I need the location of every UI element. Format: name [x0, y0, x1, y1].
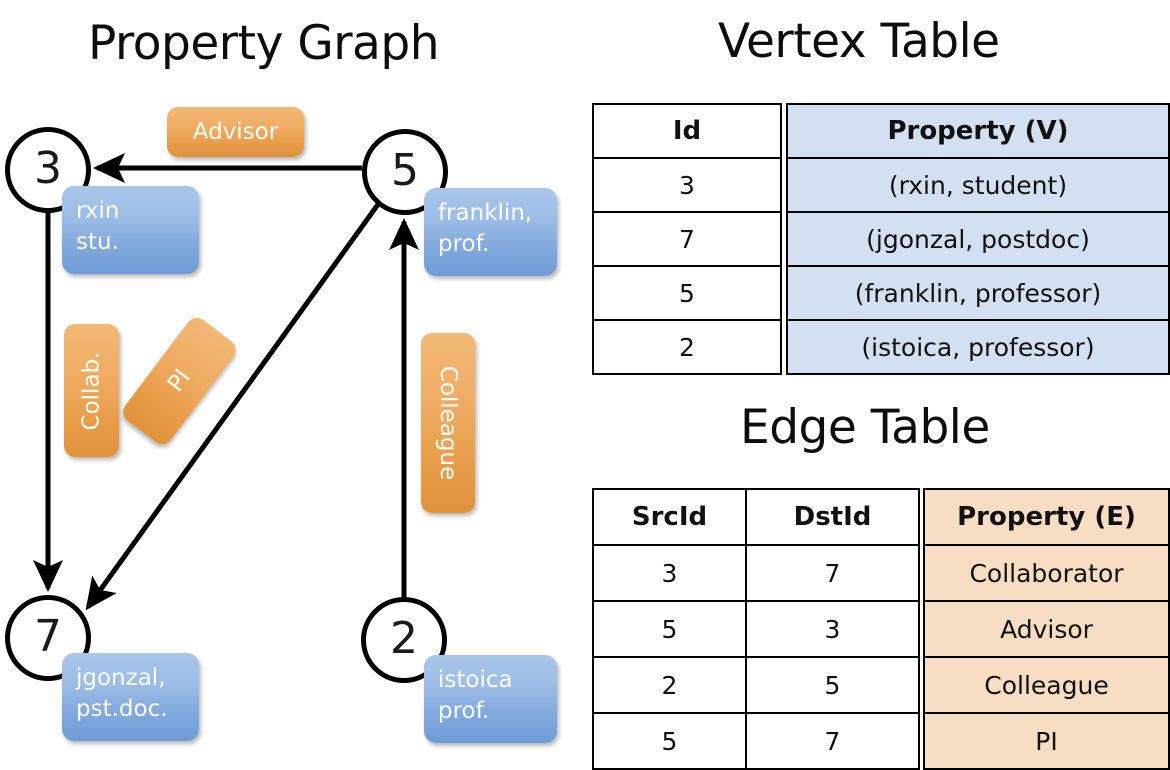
graph-node-7-label: 7: [34, 610, 62, 662]
vertex-table-column-gap: [781, 158, 787, 212]
edge-table-column-gap: [919, 489, 924, 545]
edge-table-header-property: Property (E): [923, 488, 1170, 546]
edge-table-header-srcid: SrcId: [592, 488, 747, 546]
edge-table-cell-dstid: 3: [745, 600, 920, 658]
edge-label-advisor-text: Advisor: [192, 119, 279, 145]
edge-table-cell-property: Colleague: [923, 656, 1170, 714]
vertex-property-box-3-line2: stu.: [76, 229, 119, 256]
graph-node-2[interactable]: 2: [361, 597, 447, 683]
edge-table-cell-dstid: 7: [745, 712, 920, 770]
vertex-table-header-id: Id: [592, 103, 782, 159]
vertex-property-box-3-line1: rxin: [76, 198, 120, 224]
table-row: 7 (jgonzal, postdoc): [592, 211, 1170, 267]
vertex-property-box-7-line2: pst.doc.: [76, 696, 168, 723]
edge-table-header-dstid: DstId: [745, 488, 920, 546]
graph-node-5-label: 5: [391, 144, 419, 196]
table-row: 5 3 Advisor: [592, 600, 1170, 658]
vertex-table-cell-id: 5: [592, 265, 782, 321]
edge-table-column-gap: [919, 657, 924, 713]
vertex-property-box-3: rxin stu.: [62, 186, 199, 274]
vertex-table-column-gap: [781, 320, 787, 374]
vertex-property-box-5: franklin, prof.: [424, 188, 557, 276]
vertex-property-box-2: istoica prof.: [424, 655, 557, 743]
edge-table-cell-srcid: 5: [592, 712, 747, 770]
edge-table-column-gap: [919, 601, 924, 657]
edge-label-colleague-text: Colleague: [435, 365, 462, 481]
vertex-table-column-gap: [781, 104, 787, 158]
vertex-table-cell-property: (rxin, student): [786, 157, 1170, 213]
property-graph-panel: Property Graph 3 5 7 2 rxin stu. frankli…: [0, 0, 585, 760]
graph-node-3-label: 3: [34, 142, 62, 194]
vertex-table-column-gap: [781, 212, 787, 266]
vertex-table-cell-id: 7: [592, 211, 782, 267]
vertex-property-box-2-line1: istoica: [438, 667, 513, 693]
table-row: 2 (istoica, professor): [592, 319, 1170, 375]
page-title-edge-table: Edge Table: [740, 400, 990, 455]
edge-table: SrcId DstId Property (E) 3 7 Collaborato…: [592, 488, 1170, 770]
vertex-table: Id Property (V) 3 (rxin, student) 7 (jgo…: [592, 103, 1170, 375]
table-row: 3 (rxin, student): [592, 157, 1170, 213]
vertex-property-box-5-line1: franklin,: [438, 200, 533, 226]
vertex-table-header-row: Id Property (V): [592, 103, 1170, 159]
vertex-property-box-7: jgonzal, pst.doc.: [62, 653, 199, 741]
edge-5-to-7: [85, 201, 382, 611]
edge-table-column-gap: [919, 545, 924, 601]
vertex-table-column-gap: [781, 266, 787, 320]
table-row: 2 5 Colleague: [592, 656, 1170, 714]
graph-edges-canvas: [33, 153, 419, 611]
page-title-property-graph: Property Graph: [88, 16, 440, 71]
edge-table-cell-dstid: 7: [745, 544, 920, 602]
edge-label-collab-text: Collab.: [78, 351, 105, 430]
vertex-table-cell-property: (jgonzal, postdoc): [786, 211, 1170, 267]
edge-label-advisor: Advisor: [167, 107, 304, 157]
table-row: 5 7 PI: [592, 712, 1170, 770]
vertex-property-box-2-line2: prof.: [438, 698, 490, 725]
edge-table-cell-property: PI: [923, 712, 1170, 770]
edge-table-cell-dstid: 5: [745, 656, 920, 714]
graph-node-5[interactable]: 5: [362, 129, 448, 215]
edge-label-collab: Collab.: [64, 324, 119, 457]
page-title-vertex-table: Vertex Table: [718, 14, 1000, 69]
edge-table-cell-srcid: 3: [592, 544, 747, 602]
graph-node-2-label: 2: [390, 612, 418, 664]
edge-table-column-gap: [919, 713, 924, 769]
vertex-table-cell-id: 3: [592, 157, 782, 213]
vertex-table-cell-id: 2: [592, 319, 782, 375]
vertex-property-box-7-line1: jgonzal,: [76, 665, 166, 691]
vertex-table-cell-property: (istoica, professor): [786, 319, 1170, 375]
edge-table-cell-property: Advisor: [923, 600, 1170, 658]
vertex-property-box-5-line2: prof.: [438, 231, 490, 258]
table-row: 5 (franklin, professor): [592, 265, 1170, 321]
edge-label-pi-text: PI: [162, 364, 197, 398]
table-row: 3 7 Collaborator: [592, 544, 1170, 602]
edge-table-cell-srcid: 5: [592, 600, 747, 658]
vertex-table-header-property: Property (V): [786, 103, 1170, 159]
vertex-table-cell-property: (franklin, professor): [786, 265, 1170, 321]
edge-table-cell-property: Collaborator: [923, 544, 1170, 602]
edge-table-cell-srcid: 2: [592, 656, 747, 714]
edge-table-header-row: SrcId DstId Property (E): [592, 488, 1170, 546]
edge-label-colleague: Colleague: [421, 333, 475, 513]
